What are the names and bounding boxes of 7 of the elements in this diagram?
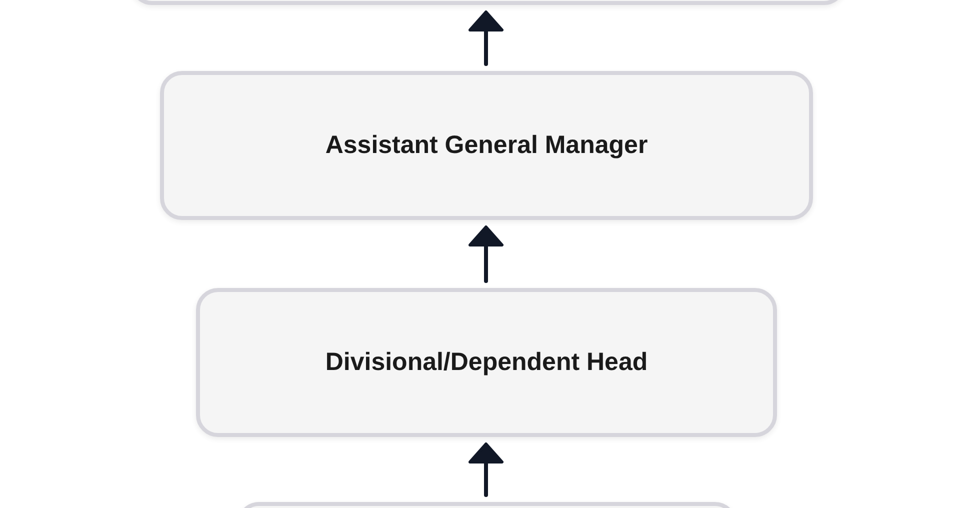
process-box: [196, 288, 777, 437]
arrow: [468, 10, 504, 66]
arrow: [468, 442, 504, 497]
box-label: Divisional/Dependent Head: [325, 346, 648, 378]
box-label: Assistant General Manager: [325, 130, 648, 161]
arrow: [468, 226, 504, 283]
process-box: [160, 71, 813, 220]
